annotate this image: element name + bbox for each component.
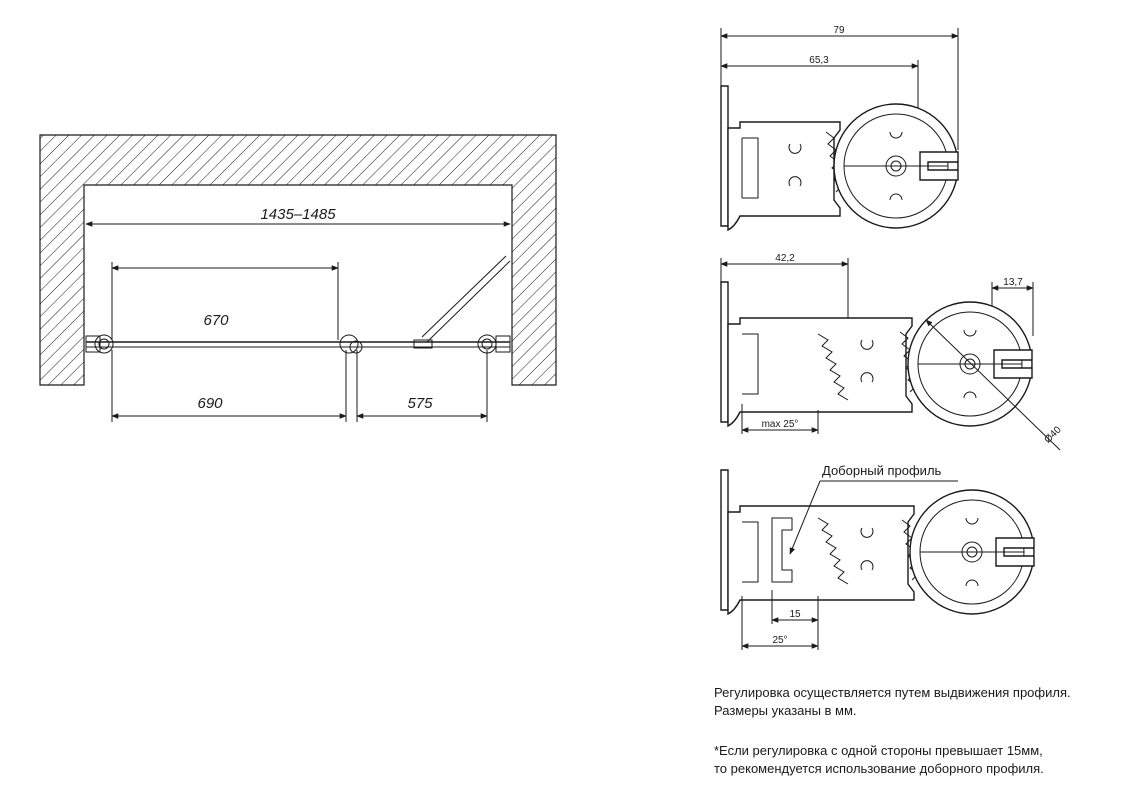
wall-hatched (39, 134, 557, 386)
dim-upper: 670 (111, 262, 339, 340)
dim-max25-label: max 25° (762, 419, 799, 430)
dim-42-label: 42,2 (775, 253, 795, 264)
dim-13-label: 13,7 (1003, 277, 1023, 288)
note-line-2: Размеры указаны в мм. (714, 703, 857, 718)
dim-79-label: 79 (833, 25, 845, 36)
dim-right-label: 575 (407, 395, 433, 412)
dim-25-label: 25° (772, 635, 787, 646)
notes-extension: *Если регулировка с одной стороны превыш… (714, 742, 1134, 778)
dim-15-label: 15 (789, 609, 801, 620)
dim-total: 1435–1485 (85, 206, 511, 227)
profile-detail-1: 79 65,3 (720, 25, 959, 232)
profile-detail-3: Доборный профиль 15 25° (720, 463, 1035, 650)
dim-left-label: 690 (197, 395, 223, 412)
dim-total-label: 1435–1485 (260, 206, 336, 223)
notes-adjustment: Регулировка осуществляется путем выдвиже… (714, 684, 1134, 720)
dim-right: 575 (356, 350, 488, 422)
dim-left: 690 (111, 350, 347, 422)
callout-label: Доборный профиль (822, 463, 942, 478)
dim-upper-label: 670 (203, 312, 229, 329)
note-line-1: Регулировка осуществляется путем выдвиже… (714, 685, 1071, 700)
note-line-4: то рекомендуется использование доборного… (714, 761, 1044, 776)
dim-diameter-label: Ø40 (1042, 424, 1063, 445)
note-line-3: *Если регулировка с одной стороны превыш… (714, 743, 1043, 758)
dim-65-label: 65,3 (809, 55, 829, 66)
plan-view: 1435–1485 670 690 575 (39, 134, 557, 422)
swing-door (413, 255, 511, 349)
door-rollers (94, 334, 497, 354)
profile-detail-2: 42,2 13,7 Ø40 max 25° (720, 253, 1064, 451)
glass-panels (85, 335, 511, 353)
